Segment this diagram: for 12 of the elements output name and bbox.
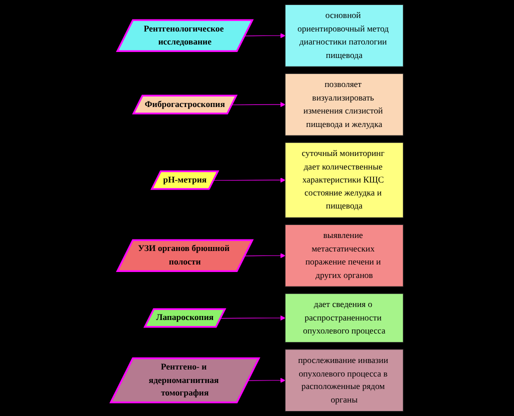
arrow bbox=[244, 33, 286, 38]
node-box: прослеживание инвазии опухолевого процесса в расположенные рядом органы bbox=[284, 349, 404, 412]
node-box: выявление метастатических поражение печени и других органов bbox=[284, 224, 404, 287]
arrow bbox=[220, 315, 286, 321]
arrow bbox=[244, 253, 286, 258]
node-box: основной ориентировочный метод диагностики патологии пищевода bbox=[284, 4, 404, 67]
arrow bbox=[213, 178, 286, 183]
arrow bbox=[232, 102, 286, 108]
node-box: дает сведения о распространенности опухолевого процесса bbox=[284, 293, 404, 343]
node-box: позволяет визуализировать изменения слизистой пищевода и желудка bbox=[284, 73, 404, 136]
arrow bbox=[248, 378, 286, 383]
node-box: суточный мониторинг дает количественные характеристики КЩС состояние желудка и пищевода bbox=[284, 142, 404, 218]
